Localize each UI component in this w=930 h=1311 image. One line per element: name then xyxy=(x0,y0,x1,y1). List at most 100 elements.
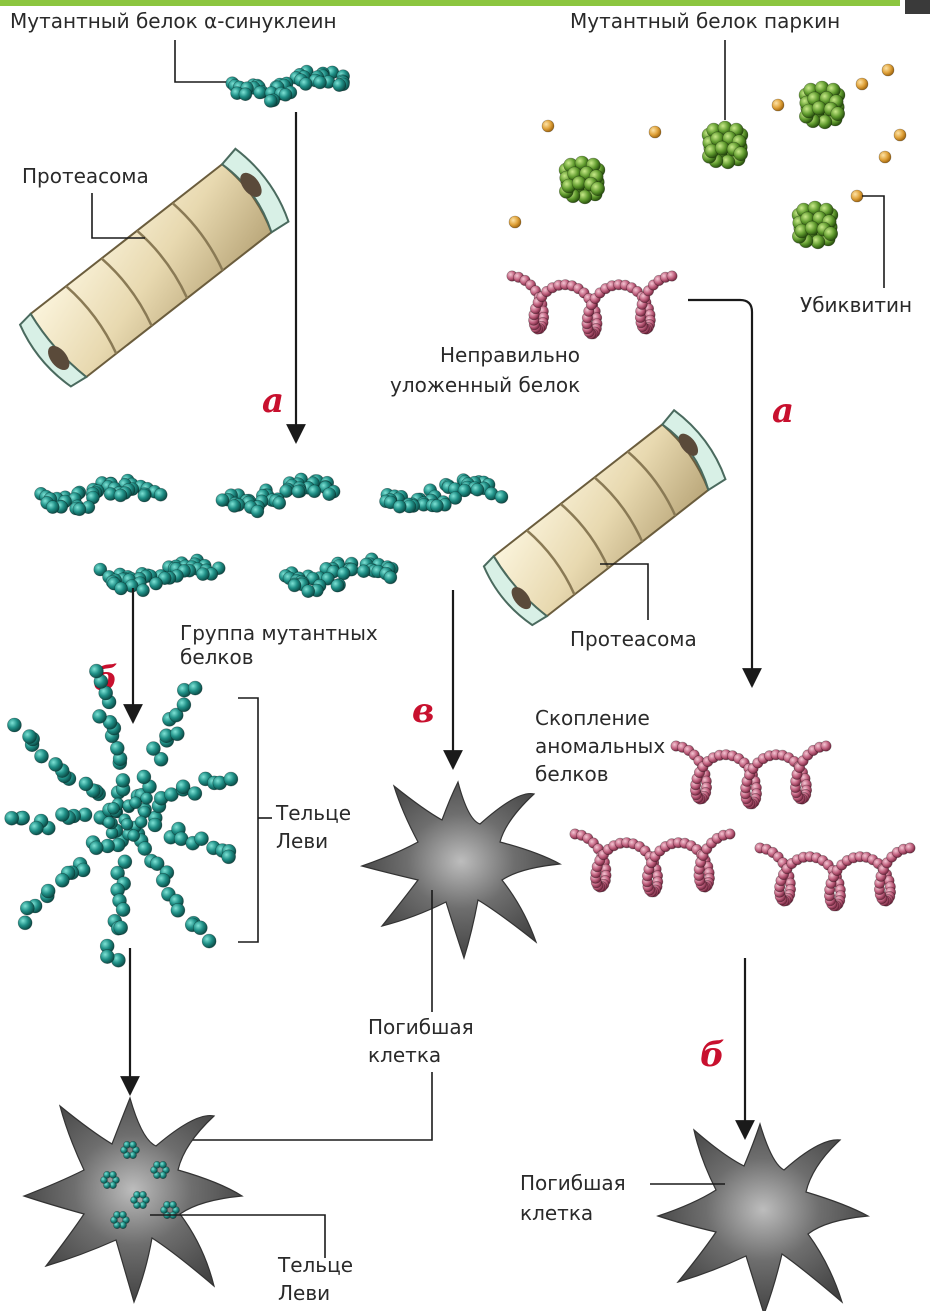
synuclein-bead xyxy=(393,500,406,513)
lewy-body-cell-label-line1: Тельце xyxy=(277,1253,353,1277)
step-letter-a-right: а xyxy=(772,391,794,431)
misfolded-coil xyxy=(671,741,831,809)
synuclein-cluster-unit xyxy=(35,474,168,516)
lewy-body-bead xyxy=(89,664,103,678)
synuclein-bead xyxy=(357,565,370,578)
step-letter-b-right: б xyxy=(700,1035,725,1075)
lewy-body-bead xyxy=(171,903,185,917)
misfolded-label-line2: уложенный белок xyxy=(390,373,580,397)
lewy-body-bracket xyxy=(238,698,258,942)
synuclein-bead xyxy=(273,497,286,510)
step-letter-v: в xyxy=(412,691,434,731)
synuclein-bead xyxy=(299,78,312,91)
lewy-body-bead xyxy=(7,718,21,732)
ubiquitin-dot xyxy=(894,129,906,141)
proteasome-right-leader xyxy=(600,564,648,620)
lewy-body-core-bead xyxy=(128,830,140,842)
ubiquitin-leader xyxy=(862,196,884,288)
synuclein-bead xyxy=(137,584,150,597)
ubiquitin-label: Убиквитин xyxy=(800,293,912,317)
lewy-body-bead xyxy=(195,832,209,846)
ubiquitin-dot xyxy=(879,151,891,163)
group-label-line2: белков xyxy=(180,645,254,669)
parkin-proteins xyxy=(559,81,845,249)
synuclein-bead xyxy=(308,485,321,498)
lewy-body-bead xyxy=(222,850,236,864)
lewy-body-bead xyxy=(110,741,124,755)
lewy-body-cell-label-line2: Леви xyxy=(278,1281,330,1305)
dead-cell-center-leader-bottom xyxy=(175,1072,432,1140)
lewy-body-bead xyxy=(138,842,152,856)
lewy-body-bead xyxy=(146,742,160,756)
misfolded-label-line1: Неправильно xyxy=(440,343,580,367)
cell-with-lewy-bodies xyxy=(24,1098,242,1302)
lewy-body-bead xyxy=(100,950,114,964)
lewy-body-core-bead xyxy=(121,818,133,830)
parkin-protein xyxy=(559,156,605,204)
misfolded-bead xyxy=(821,741,831,751)
lewy-body-bead xyxy=(148,818,162,832)
synuclein-bead xyxy=(471,483,484,496)
synuclein-bead xyxy=(292,485,305,498)
dead-cell-center-label-line2: клетка xyxy=(368,1043,441,1067)
synuclein-bead xyxy=(279,88,292,101)
synuclein-bead xyxy=(337,567,350,580)
lewy-body-bead xyxy=(188,787,202,801)
lewy-body-bead xyxy=(55,873,69,887)
synuclein-bead xyxy=(114,489,127,502)
lewy-body-bead xyxy=(41,884,55,898)
synuclein-cluster xyxy=(226,65,350,107)
synuclein-bead xyxy=(150,577,163,590)
ubiquitin-dot xyxy=(509,216,521,228)
ubiquitin-dot xyxy=(542,120,554,132)
lewy-body-bead xyxy=(137,770,151,784)
lewy-body-label-line2: Леви xyxy=(276,829,328,853)
group-label-line1: Группа мутантных xyxy=(180,621,378,645)
misfolded-bead xyxy=(725,829,735,839)
lewy-body-bead xyxy=(55,808,69,822)
lewy-body-bead xyxy=(49,757,63,771)
lewy-body-bead xyxy=(116,773,130,787)
lewy-body-bead xyxy=(193,921,207,935)
synuclein-bead xyxy=(239,88,252,101)
lewy-body-bead xyxy=(177,698,191,712)
synuclein-bead xyxy=(46,501,59,514)
lewy-body-bead xyxy=(35,749,49,763)
lewy-body-bead xyxy=(23,730,37,744)
dead-cell-right-label-line2: клетка xyxy=(520,1201,593,1225)
alpha-synuclein-label: Мутантный белок α-синуклеин xyxy=(10,9,337,33)
lewy-body-bead xyxy=(188,681,202,695)
lewy-body-bead xyxy=(224,772,238,786)
dead-cell-right-label-line1: Погибшая xyxy=(520,1171,626,1195)
misfolded-protein xyxy=(507,271,677,339)
parkin-bead xyxy=(591,182,605,196)
parkin-label: Мутантный белок паркин xyxy=(570,9,840,33)
synuclein-cluster-unit xyxy=(94,554,225,597)
lewy-body-bead xyxy=(5,811,19,825)
lewy-body-bead xyxy=(156,873,170,887)
lewy-body-core-bead xyxy=(130,797,142,809)
parkin-bead xyxy=(734,147,748,161)
lewy-body-bead xyxy=(114,921,128,935)
lewy-body-core-bead xyxy=(141,792,153,804)
synuclein-cluster-unit xyxy=(380,474,509,514)
parkin-bead xyxy=(824,227,838,241)
ubiquitin-dot xyxy=(772,99,784,111)
synuclein-bead xyxy=(495,490,508,503)
misfolded-coil xyxy=(570,829,735,897)
dead-cell-center xyxy=(362,782,560,958)
synuclein-bead xyxy=(314,76,327,89)
lewy-body-bead xyxy=(202,934,216,948)
dead-cell-center-label-line1: Погибшая xyxy=(368,1015,474,1039)
mutant-protein-group xyxy=(35,473,509,598)
alpha-synuclein-leader xyxy=(175,40,236,82)
lewy-body-bead xyxy=(79,777,93,791)
mini-lewy-bead xyxy=(140,1191,147,1198)
synuclein-cluster-unit xyxy=(226,65,350,107)
lewy-body-bead xyxy=(89,841,103,855)
synuclein-bead xyxy=(251,505,264,518)
mini-lewy-bead xyxy=(170,1201,177,1208)
synuclein-bead xyxy=(288,579,301,592)
lewy-body-bead xyxy=(93,709,107,723)
